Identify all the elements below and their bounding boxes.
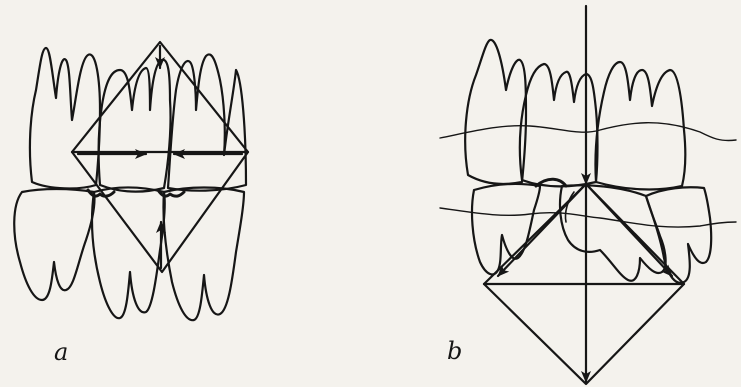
- upper-teeth-b: [465, 40, 685, 190]
- panel-b-label: b: [447, 337, 462, 365]
- force-arrows-a: [78, 46, 242, 268]
- gingival-line: [440, 123, 736, 141]
- tooth-outline-icon: [92, 188, 165, 319]
- force-arrow-icon: [586, 184, 672, 276]
- tooth-outline-icon: [595, 62, 685, 189]
- gingival-line: [440, 208, 736, 227]
- force-diagram-icon: [484, 184, 684, 384]
- tooth-outline-icon: [30, 48, 100, 188]
- tooth-outline-icon: [560, 185, 666, 280]
- force-arrows-b: [498, 6, 672, 382]
- panel-a-label: a: [54, 338, 68, 366]
- panel-b: [440, 6, 736, 384]
- tooth-outline-icon: [472, 184, 540, 274]
- tooth-outline-icon: [465, 40, 526, 184]
- force-arrow-icon: [498, 184, 586, 276]
- tooth-outline-icon: [99, 60, 171, 192]
- panel-a: [14, 42, 248, 320]
- tooth-outline-icon: [14, 189, 94, 300]
- tooth-outline-icon: [646, 187, 711, 283]
- lower-teeth-b: [472, 179, 711, 283]
